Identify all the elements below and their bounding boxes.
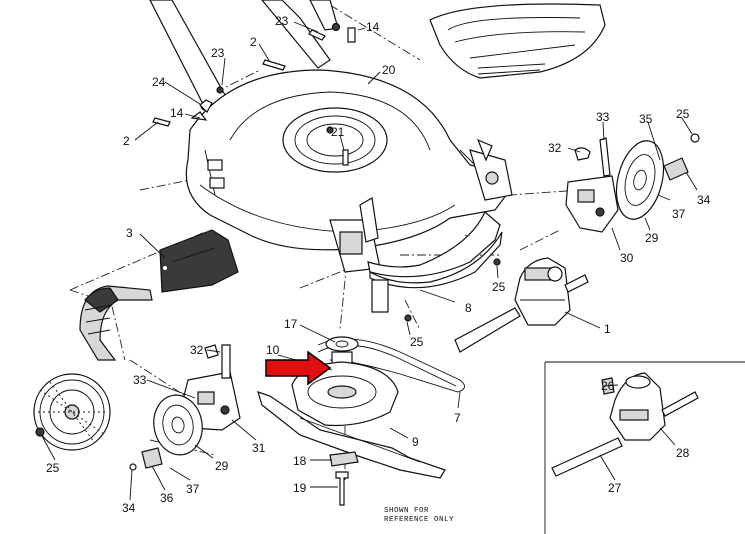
callout-30: 30: [620, 251, 634, 265]
callout-7: 7: [454, 411, 461, 425]
callout-10: 10: [266, 343, 280, 357]
callout-25b: 25: [676, 107, 690, 121]
callout-9: 9: [412, 435, 419, 449]
callout-25a: 25: [492, 280, 506, 294]
callout-2a: 2: [250, 35, 257, 49]
callout-37b: 37: [672, 207, 686, 221]
callout-14a: 14: [366, 20, 380, 34]
callout-36: 36: [160, 491, 174, 505]
callout-25c: 25: [410, 335, 424, 349]
mulch-plug: [79, 285, 153, 361]
leader-lines: [41, 21, 698, 501]
callout-31: 31: [252, 441, 266, 455]
callout-34a: 34: [697, 193, 711, 207]
callout-8: 8: [465, 301, 472, 315]
callout-3: 3: [126, 226, 133, 240]
callout-28: 28: [676, 446, 690, 460]
callout-2b: 2: [123, 134, 130, 148]
callout-23a: 23: [275, 14, 289, 28]
grass-bag-partial: [429, 3, 606, 79]
callout-17: 17: [284, 317, 298, 331]
callout-18: 18: [293, 454, 307, 468]
mower-deck: [152, 27, 513, 273]
callout-19: 19: [293, 481, 307, 495]
callout-34b: 34: [122, 501, 136, 515]
callout-26: 26: [601, 379, 615, 393]
callout-33a: 33: [133, 373, 147, 387]
callout-29a: 29: [215, 459, 229, 473]
callout-37a: 37: [186, 482, 200, 496]
callout-20: 20: [382, 63, 396, 77]
rear-wheel-group: [493, 133, 700, 266]
callout-32b: 32: [548, 141, 562, 155]
callout-23b: 23: [211, 46, 225, 60]
rear-baffle: [367, 211, 503, 313]
callout-33b: 33: [596, 110, 610, 124]
handle-lower: [149, 0, 341, 113]
inset-transmission-detail: [544, 361, 745, 534]
side-discharge-chute: [159, 229, 239, 293]
callout-14b: 14: [170, 106, 184, 120]
blade-bolt: [329, 314, 412, 506]
highlight-arrow: [265, 350, 332, 386]
reference-note: SHOWN FOR REFERENCE ONLY: [384, 507, 454, 524]
callout-27: 27: [608, 481, 622, 495]
callout-35: 35: [639, 112, 653, 126]
callout-1: 1: [604, 322, 611, 336]
callout-24: 24: [152, 75, 166, 89]
callout-labels: 23 14 2 23 20 24 14 2 21 33 25 35 32 34 …: [46, 14, 711, 515]
callout-21: 21: [331, 125, 345, 139]
callout-25d: 25: [46, 461, 60, 475]
note-line-1: SHOWN FOR: [384, 507, 429, 515]
blade: [257, 391, 446, 479]
front-wheel-group: [33, 344, 241, 471]
note-line-2: REFERENCE ONLY: [384, 516, 454, 524]
callout-29b: 29: [645, 231, 659, 245]
transmission: [454, 257, 589, 353]
callout-32a: 32: [190, 343, 204, 357]
